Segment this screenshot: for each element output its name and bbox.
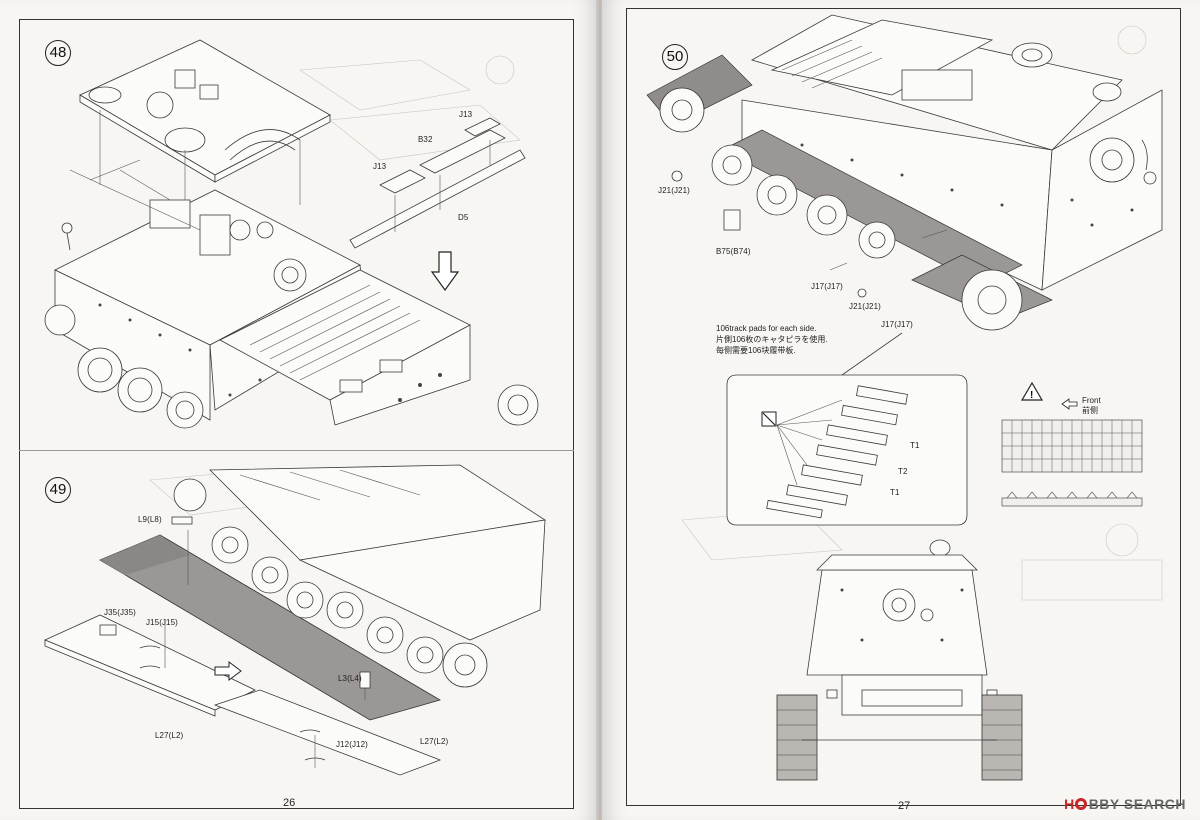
part-label: L9(L8) bbox=[138, 515, 162, 524]
hull-top bbox=[750, 14, 1123, 151]
rear-view bbox=[776, 539, 1023, 781]
page-number: 26 bbox=[283, 797, 296, 809]
step-number-50: 50 bbox=[662, 44, 688, 70]
part-label: L27(L2) bbox=[155, 731, 184, 740]
step-number-49: 49 bbox=[45, 477, 71, 503]
part-label: B75(B74) bbox=[716, 247, 751, 256]
part-label: J35(J35) bbox=[104, 608, 136, 617]
page-number: 27 bbox=[898, 800, 911, 812]
part-label: J17(J17) bbox=[881, 320, 913, 329]
page-frame-right bbox=[626, 8, 1181, 806]
track-link-detail bbox=[766, 385, 908, 519]
detail-label: T2 bbox=[898, 467, 908, 476]
part-label: L27(L2) bbox=[420, 737, 449, 746]
detail-label: T1 bbox=[890, 488, 900, 497]
part-label: J13 bbox=[373, 162, 387, 171]
note-line-jp: 片側106枚のキャタピラを使用. bbox=[716, 335, 828, 344]
logo-letter: H bbox=[1064, 796, 1075, 812]
part-label: J15(J15) bbox=[146, 618, 178, 627]
left-arrow-icon bbox=[1061, 398, 1078, 410]
front-label-cn: 前侧 bbox=[1082, 406, 1098, 415]
part-label: J21(J21) bbox=[658, 186, 690, 195]
note-line-cn: 每侧需要106块履带板. bbox=[716, 346, 796, 355]
step-50-drawing: ! bbox=[646, 14, 1163, 781]
logo-text: BBY SEARCH bbox=[1088, 796, 1186, 812]
note-line-en: 106track pads for each side. bbox=[716, 324, 817, 333]
warning-triangle-icon: ! bbox=[1020, 381, 1044, 401]
upper-hull-plate bbox=[79, 39, 331, 210]
step-number-48: 48 bbox=[45, 40, 71, 66]
svg-text:!: ! bbox=[1030, 390, 1033, 401]
step-divider bbox=[19, 450, 574, 451]
page-left: 48 49 J13 B32 J13 D5 L9(L8) J35(J35) J15… bbox=[0, 0, 598, 820]
part-label: D5 bbox=[458, 213, 469, 222]
track-pattern bbox=[1001, 419, 1143, 507]
side-skirt-parts bbox=[349, 117, 526, 249]
front-label-en: Front bbox=[1082, 396, 1101, 405]
track-assembly bbox=[646, 54, 1053, 331]
part-label: L3(L4) bbox=[338, 674, 362, 683]
page-frame-left bbox=[19, 19, 574, 809]
part-label: J12(J12) bbox=[336, 740, 368, 749]
hobby-search-logo: H BBY SEARCH bbox=[1064, 796, 1186, 812]
part-label: B32 bbox=[418, 135, 433, 144]
down-arrow-icon bbox=[430, 251, 460, 292]
lower-hull-body bbox=[54, 159, 366, 421]
no-glue-icon bbox=[761, 411, 777, 427]
rear-deck bbox=[219, 269, 471, 426]
track-pad-note: 106track pads for each side. 片側106枚のキャタピ… bbox=[716, 323, 828, 356]
step-49-drawing bbox=[43, 464, 547, 776]
book-gutter bbox=[596, 0, 604, 820]
part-label: J21(J21) bbox=[849, 302, 881, 311]
gear-icon bbox=[1074, 798, 1087, 810]
page-right: ! bbox=[602, 0, 1200, 820]
part-label: J17(J17) bbox=[811, 282, 843, 291]
step-48-drawing bbox=[43, 39, 547, 776]
part-label: J13 bbox=[459, 110, 473, 119]
right-arrow-icon bbox=[214, 661, 242, 681]
road-wheels-48 bbox=[44, 304, 539, 429]
front-label: Front 前侧 bbox=[1082, 396, 1101, 416]
detail-label: T1 bbox=[910, 441, 920, 450]
